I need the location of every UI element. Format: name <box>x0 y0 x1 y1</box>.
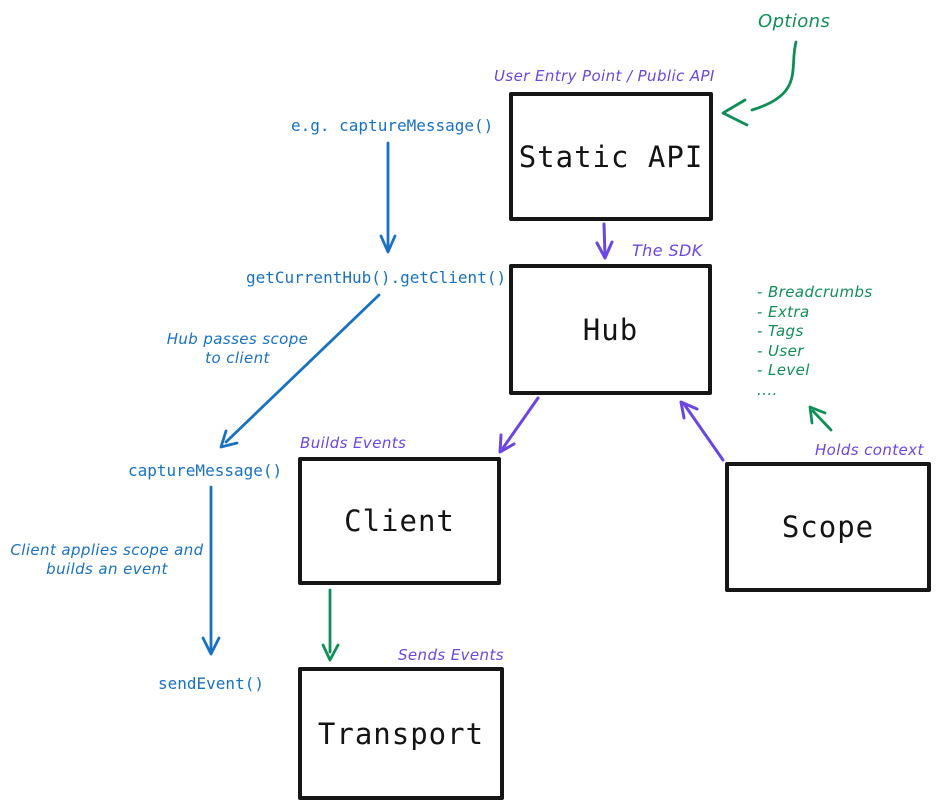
options-annotation: Options <box>758 11 831 32</box>
hub-passes-scope-line2: to client <box>205 348 270 367</box>
client-applies-line1: Client applies scope and <box>10 541 204 559</box>
node-transport: Transport <box>298 667 504 800</box>
scope-context-item: - Level <box>757 361 810 379</box>
client-label: Client <box>344 504 455 538</box>
hub-passes-scope-annotation: Hub passes scope to client <box>160 330 315 368</box>
arrow-scope-to-context-list <box>808 405 833 432</box>
arrow-options-to-static-api <box>721 40 798 127</box>
node-client: Client <box>298 457 501 585</box>
hub-label: Hub <box>582 312 639 347</box>
send-event-code: sendEvent() <box>158 674 264 693</box>
eg-capture-message-code: e.g. captureMessage() <box>291 116 494 135</box>
client-applies-annotation: Client applies scope and builds an event <box>8 541 206 579</box>
arrow-scope-to-hub <box>679 400 725 462</box>
capture-message-code: captureMessage() <box>128 461 283 480</box>
arrow-hub-to-client <box>498 396 540 454</box>
hub-passes-scope-line1: Hub passes scope <box>166 330 309 348</box>
sends-events-annotation: Sends Events <box>398 646 504 664</box>
builds-events-annotation: Builds Events <box>300 434 407 452</box>
scope-context-list: - Breadcrumbs - Extra - Tags - User - Le… <box>757 283 873 400</box>
scope-context-item: - Extra <box>757 302 810 321</box>
arrow-eg-to-getcurrenthub <box>379 141 397 254</box>
scope-context-item: - User <box>757 341 804 360</box>
user-entry-point-annotation: User Entry Point / Public API <box>494 67 715 85</box>
transport-label: Transport <box>317 716 485 751</box>
arrow-static-api-to-hub <box>595 222 614 260</box>
the-sdk-annotation: The SDK <box>632 241 703 260</box>
scope-context-item: .... <box>757 380 778 399</box>
arrow-client-to-transport <box>321 588 340 662</box>
arrow-getcurrenthub-to-capturemessage <box>219 293 381 449</box>
holds-context-annotation: Holds context <box>815 441 924 459</box>
node-hub: Hub <box>509 264 712 395</box>
client-applies-line2: builds an event <box>46 559 168 578</box>
node-static-api: Static API <box>509 92 713 221</box>
scope-context-item: - Breadcrumbs <box>757 283 873 301</box>
static-api-label: Static API <box>518 139 704 174</box>
get-current-hub-code: getCurrentHub().getClient() <box>246 268 507 287</box>
scope-context-item: - Tags <box>757 322 804 340</box>
scope-label: Scope <box>781 510 875 544</box>
node-scope: Scope <box>725 462 931 592</box>
